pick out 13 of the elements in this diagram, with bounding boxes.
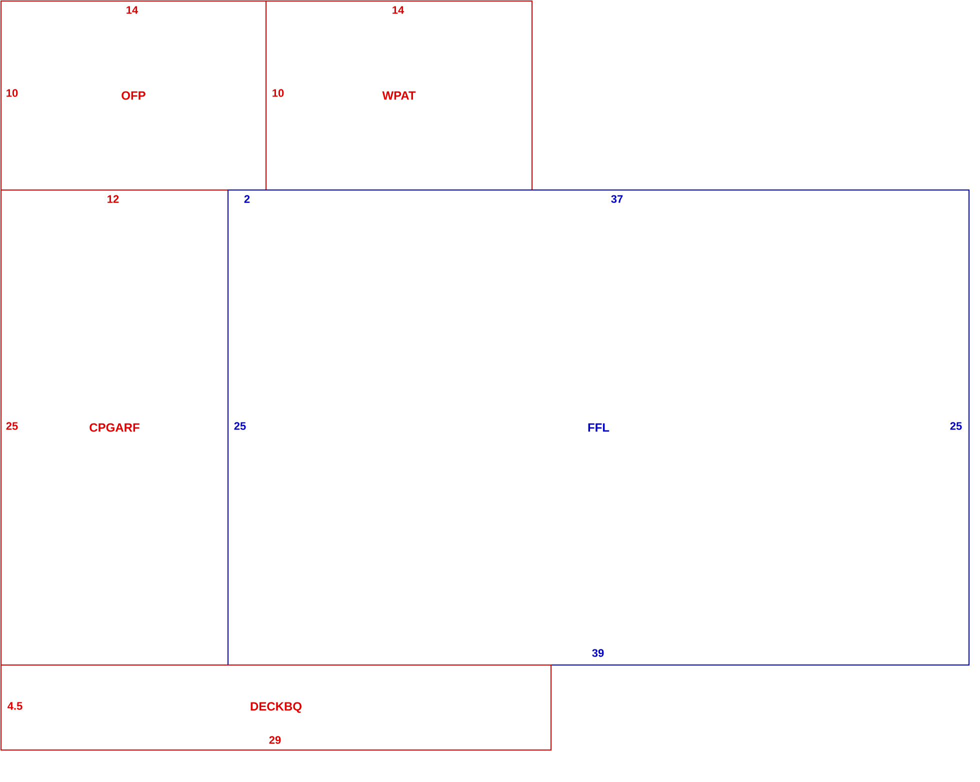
dimension-label: 14 [392,6,404,14]
dimension-label: 37 [611,195,623,203]
dimension-label: 14 [126,6,138,14]
dimension-label: 25 [950,422,962,430]
dimension-label: 10 [6,89,18,97]
dimension-label: 4.5 [8,702,22,710]
dimension-label: 2 [244,195,250,203]
dimension-label: 29 [269,736,281,744]
dimension-label: 25 [6,422,18,430]
dimension-label: 10 [272,89,284,97]
dimension-label: 25 [234,422,246,430]
dimension-label: 12 [108,195,119,203]
dimension-label: 39 [592,649,604,657]
